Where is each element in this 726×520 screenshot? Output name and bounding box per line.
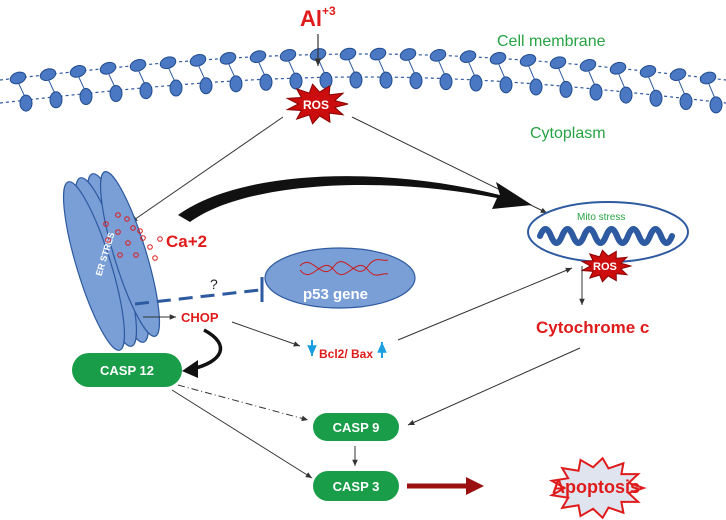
casp12-node: CASP 12 (72, 353, 182, 387)
cell-membrane (0, 47, 726, 114)
svg-text:ROS: ROS (593, 261, 617, 273)
aluminum-ion: Al +3 (300, 4, 336, 31)
ros-burst-mito: ROS (580, 249, 633, 283)
casp3-to-apoptosis-arrow (407, 477, 484, 495)
calcium-release-dots (103, 212, 163, 261)
mitochondrion: Mito stress (527, 201, 689, 263)
svg-text:CASP 9: CASP 9 (333, 420, 380, 435)
calcium-label: Ca+2 (166, 232, 207, 251)
svg-text:Al: Al (300, 6, 322, 31)
casp12-to-casp9-arrow (177, 384, 309, 422)
casp12-to-casp3-arrow (171, 389, 313, 479)
bcl2-bax-label: Bcl2/ Bax (319, 347, 373, 361)
p53-gene-label: p53 gene (303, 286, 368, 303)
mito-stress-label: Mito stress (577, 212, 625, 223)
casp9-node: CASP 9 (313, 413, 399, 441)
chop-to-casp12-arrowhead (182, 360, 198, 378)
cell-membrane-label: Cell membrane (497, 33, 606, 50)
ros-to-er-arrow (130, 116, 284, 223)
p53-gene: p53 gene (264, 247, 416, 309)
svg-text:CASP 12: CASP 12 (100, 363, 154, 378)
svg-text:+3: +3 (322, 4, 336, 18)
er-stress-organelle: ER STRES (62, 171, 161, 351)
er-to-mito-curved-arrow (178, 176, 532, 222)
apoptosis-burst: Apoptosis (548, 456, 647, 520)
chop-to-bcl2-arrow (231, 321, 301, 347)
casp3-node: CASP 3 (313, 471, 399, 501)
chop-label: CHOP (181, 310, 219, 325)
chop-to-casp12-arrow (191, 328, 223, 371)
cytochrome-to-casp9-arrow (407, 347, 581, 426)
svg-text:CASP 3: CASP 3 (333, 479, 380, 494)
svg-text:ROS: ROS (303, 98, 329, 112)
svg-text:Apoptosis: Apoptosis (552, 477, 640, 497)
ros-burst-membrane: ROS (285, 83, 349, 125)
bcl2-to-mito-arrow (397, 267, 573, 341)
cytoplasm-label: Cytoplasm (530, 125, 606, 142)
unknown-link-label: ? (210, 276, 218, 292)
cytochrome-c-label: Cytochrome c (536, 318, 649, 337)
